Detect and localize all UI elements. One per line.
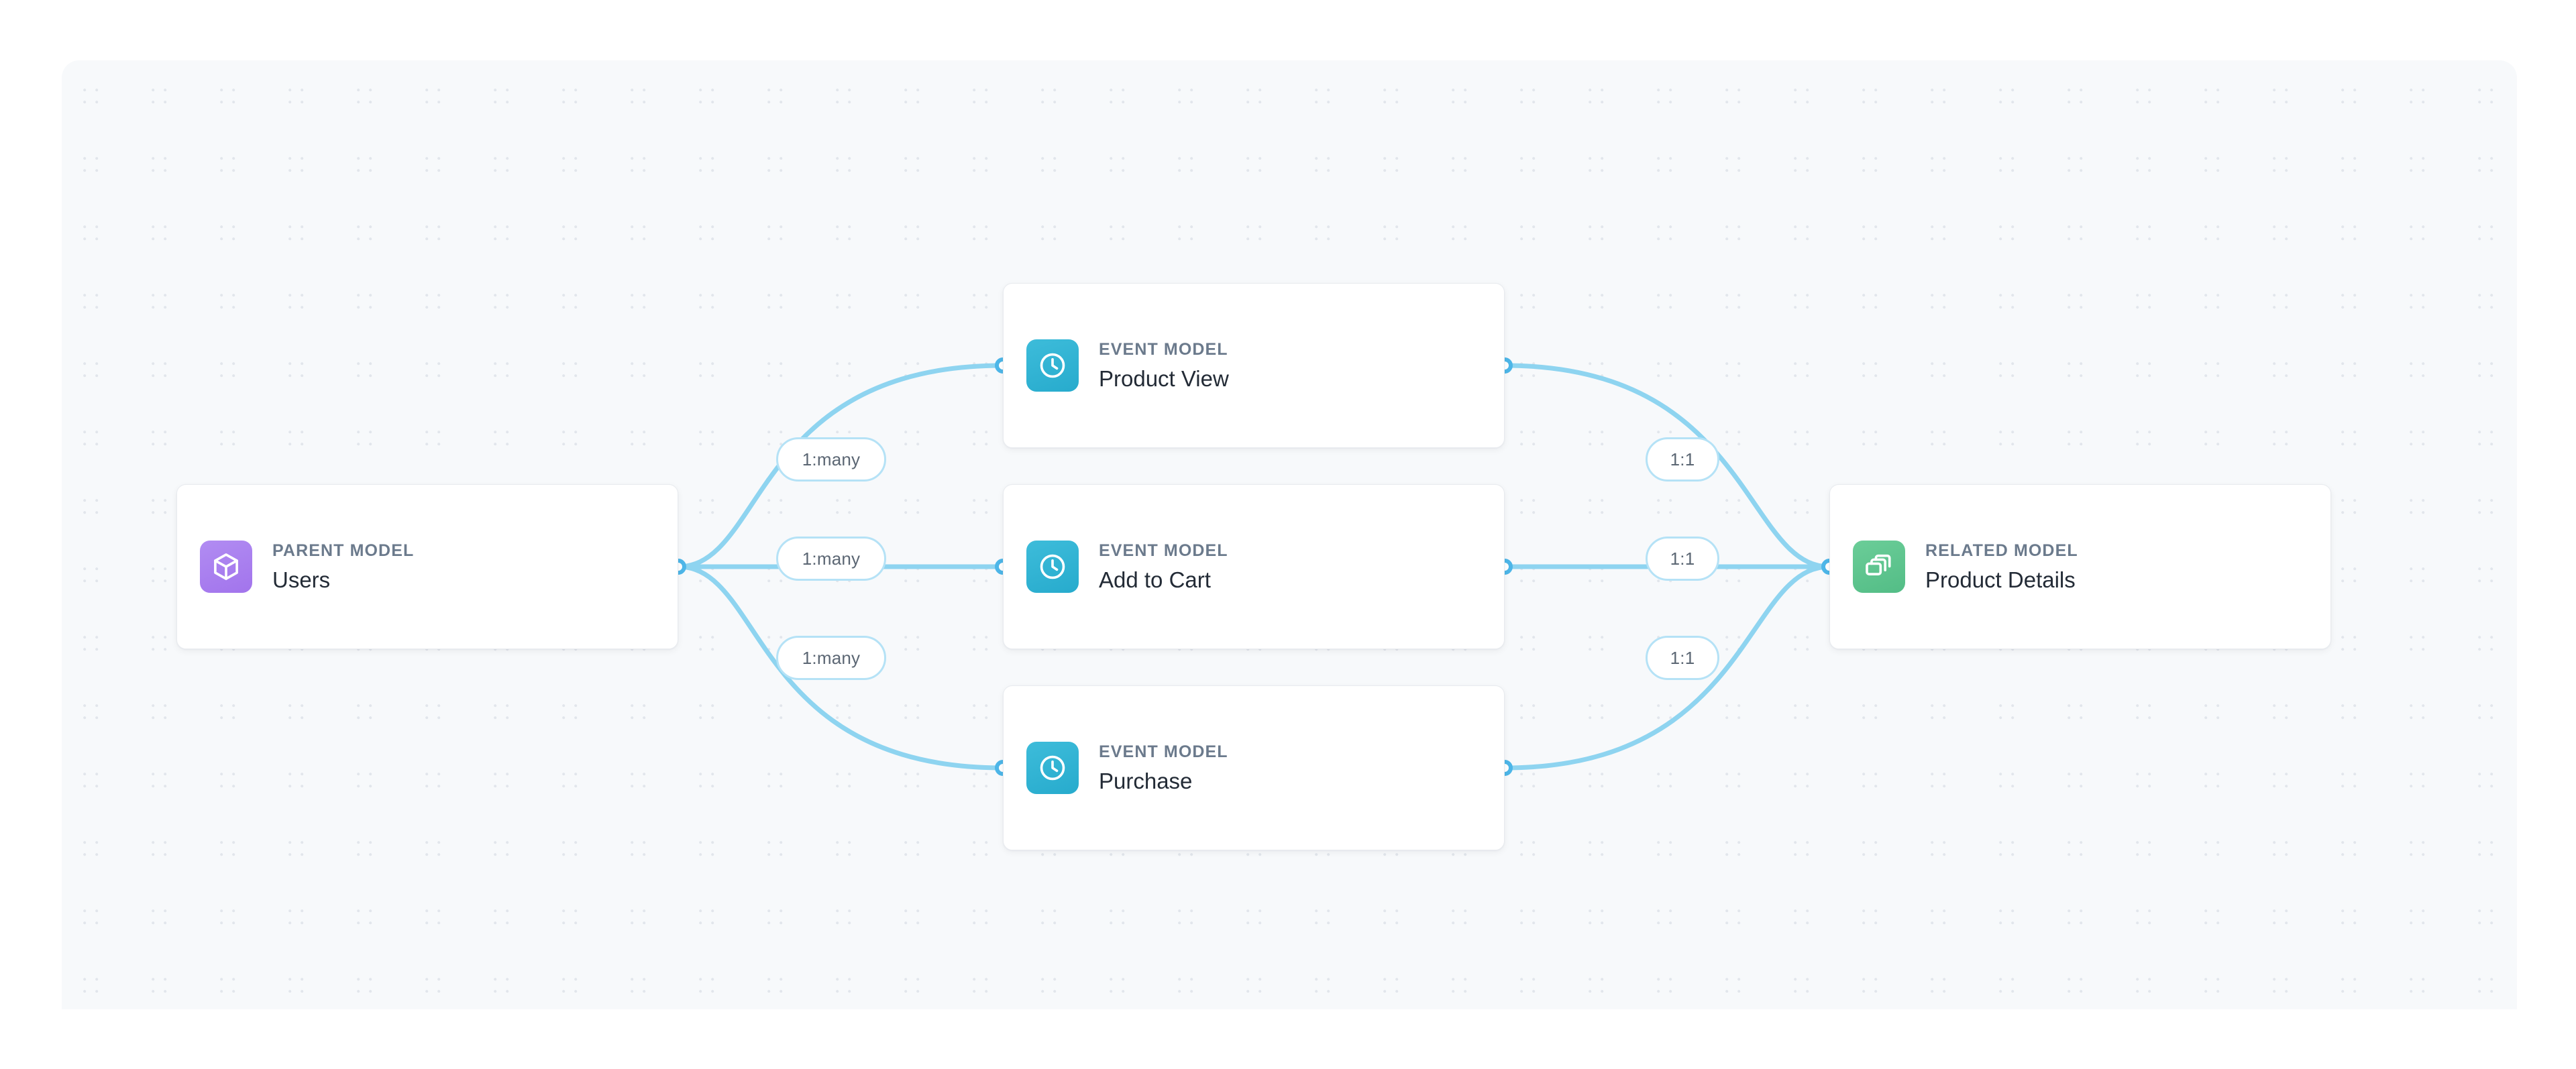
edge-label-product-view-product-details[interactable]: 1:1 [1646,437,1719,482]
edge-label-users-purchase[interactable]: 1:many [776,636,886,680]
node-kind-label: EVENT MODEL [1099,340,1228,359]
node-name-label: Users [272,567,331,592]
node-text-add-to-cart: EVENT MODEL Add to Cart [1099,541,1228,592]
edge-label-users-product-view[interactable]: 1:many [776,437,886,482]
node-kind-label: RELATED MODEL [1925,541,2078,560]
node-related-product-details[interactable]: RELATED MODEL Product Details [1829,484,2331,649]
node-event-product-view[interactable]: EVENT MODEL Product View [1003,283,1505,448]
node-text-purchase: EVENT MODEL Purchase [1099,742,1228,793]
node-name-label: Product Details [1925,567,2076,592]
node-parent-users[interactable]: PARENT MODEL Users [176,484,678,649]
node-kind-label: EVENT MODEL [1099,742,1228,761]
edge-label-users-add-to-cart[interactable]: 1:many [776,537,886,581]
node-text-product-details: RELATED MODEL Product Details [1925,541,2078,592]
node-text-product-view: EVENT MODEL Product View [1099,341,1229,390]
cube-icon [200,541,252,593]
edge-label-add-to-cart-product-details[interactable]: 1:1 [1646,537,1719,581]
node-name-label: Add to Cart [1099,567,1211,592]
node-text-users: PARENT MODEL Users [272,541,415,592]
node-kind-label: PARENT MODEL [272,541,415,560]
clock-icon [1026,541,1079,593]
layers-icon [1853,541,1905,593]
clock-icon [1026,339,1079,392]
node-name-label: Purchase [1099,769,1193,793]
node-name-label: Product View [1099,366,1229,391]
node-kind-label: EVENT MODEL [1099,541,1228,560]
node-event-purchase[interactable]: EVENT MODEL Purchase [1003,685,1505,850]
node-event-add-to-cart[interactable]: EVENT MODEL Add to Cart [1003,484,1505,649]
edge-label-purchase-product-details[interactable]: 1:1 [1646,636,1719,680]
clock-icon [1026,742,1079,794]
